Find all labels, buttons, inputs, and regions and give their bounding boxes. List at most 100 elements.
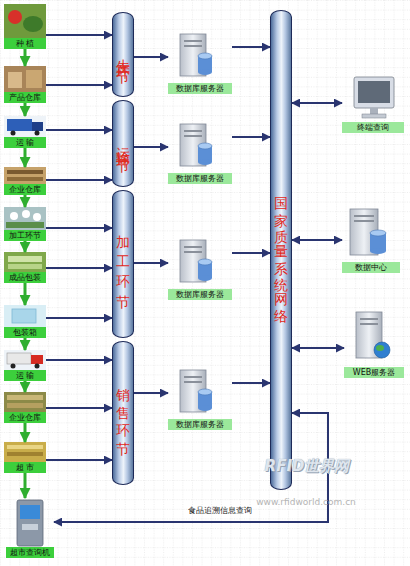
process-tube: 销售环节 bbox=[112, 341, 134, 485]
photo-detail bbox=[7, 119, 32, 131]
database-cylinder bbox=[198, 389, 212, 395]
globe-land bbox=[376, 345, 384, 351]
server-slot bbox=[354, 215, 374, 217]
photo-step-box: 企业仓库 bbox=[4, 167, 46, 195]
database-cylinder bbox=[370, 230, 386, 236]
network-connector bbox=[232, 46, 270, 48]
flow-arrow bbox=[24, 381, 27, 392]
server-slot bbox=[184, 135, 202, 137]
node-label: 包装箱 bbox=[4, 327, 46, 338]
network-connector bbox=[292, 239, 342, 241]
kiosk-keypad bbox=[22, 524, 38, 530]
network-connector bbox=[46, 227, 112, 229]
photo-truck bbox=[4, 350, 46, 370]
flow-arrow bbox=[24, 423, 27, 442]
database-cylinder bbox=[198, 275, 212, 281]
node-label: 超 市 bbox=[4, 462, 46, 473]
server-box: 数据库服务器 bbox=[168, 122, 232, 184]
photo-detail bbox=[22, 210, 30, 218]
photo-detail bbox=[8, 264, 42, 269]
node-label: 企业仓库 bbox=[4, 184, 46, 195]
database-cylinder bbox=[198, 53, 212, 59]
node-label: 运 输 bbox=[4, 137, 46, 148]
server-slot bbox=[354, 220, 374, 222]
watermark: RFID世界网 bbox=[252, 457, 362, 476]
photo-detail bbox=[11, 364, 16, 369]
server-slot bbox=[184, 251, 202, 253]
monitor-screen bbox=[358, 81, 390, 103]
node-label: 产品仓库 bbox=[4, 92, 46, 103]
network-connector bbox=[232, 252, 270, 254]
photo-detail bbox=[7, 403, 43, 408]
photo-detail bbox=[12, 309, 36, 323]
node-label: 成品包装 bbox=[4, 272, 46, 283]
photo-detail bbox=[8, 256, 42, 262]
database-cylinder bbox=[198, 259, 212, 265]
photo-step-box: 运 输 bbox=[4, 350, 46, 381]
network-connector bbox=[46, 129, 112, 131]
server-slot bbox=[360, 318, 378, 320]
photo-truck bbox=[4, 116, 46, 137]
tube-label: 生产环节 bbox=[113, 13, 133, 96]
network-connector bbox=[134, 56, 168, 58]
network-connector bbox=[134, 392, 168, 394]
photo-step-box: 种 植 bbox=[4, 4, 46, 49]
photo-step-box: 企业仓库 bbox=[4, 392, 46, 423]
photo-step-box: 超市查询机 bbox=[6, 498, 54, 558]
photo-step-box: 超 市 bbox=[4, 442, 46, 473]
flow-arrow bbox=[24, 338, 27, 350]
network-connector bbox=[232, 136, 270, 138]
network-connector bbox=[46, 267, 112, 269]
flow-arrow bbox=[24, 241, 27, 252]
node-label: 超市查询机 bbox=[6, 547, 54, 558]
photo-detail bbox=[7, 452, 43, 456]
network-connector bbox=[134, 262, 168, 264]
kiosk-body bbox=[17, 500, 43, 546]
tube-label: 销售环节 bbox=[113, 342, 133, 484]
photo-step-box: 产品仓库 bbox=[4, 66, 46, 103]
process-tube: 国家质量系统网络 bbox=[270, 10, 292, 490]
photo-planting bbox=[4, 4, 46, 38]
process-tube: 生产环节 bbox=[112, 12, 134, 97]
database-cylinder bbox=[198, 69, 212, 75]
photo-packaging bbox=[4, 252, 46, 272]
photo-warehouse bbox=[4, 167, 46, 184]
server-box: 数据库服务器 bbox=[168, 368, 232, 430]
node-label: 企业仓库 bbox=[4, 412, 46, 423]
server-box: 终端查询 bbox=[342, 75, 404, 133]
flow-arrow bbox=[24, 195, 27, 207]
photo-detail bbox=[31, 355, 43, 364]
photo-detail bbox=[35, 131, 40, 136]
database-server-icon bbox=[180, 34, 212, 76]
photo-detail bbox=[23, 16, 43, 32]
server-slot bbox=[184, 246, 202, 248]
network-connector bbox=[46, 317, 112, 319]
node-label: 种 植 bbox=[4, 38, 46, 49]
network-connector bbox=[46, 359, 112, 361]
photo-step-box: 包装箱 bbox=[4, 305, 46, 338]
server-slot bbox=[360, 323, 378, 325]
photo-step-box: 运 输 bbox=[4, 116, 46, 148]
server-box: 数据中心 bbox=[342, 205, 400, 273]
database-cylinder bbox=[198, 159, 212, 165]
photo-detail bbox=[8, 10, 22, 24]
photo-supermarket bbox=[4, 442, 46, 462]
monitor-base bbox=[362, 114, 386, 118]
network-connector bbox=[46, 179, 112, 181]
photo-detail bbox=[7, 353, 31, 364]
watermark: www.rfidworld.com.cn bbox=[246, 497, 366, 507]
network-connector bbox=[46, 34, 112, 36]
flow-arrow bbox=[24, 49, 27, 66]
database-cylinder bbox=[198, 405, 212, 411]
node-label: 数据中心 bbox=[342, 262, 400, 273]
photo-box bbox=[4, 305, 46, 327]
photo-detail bbox=[10, 212, 18, 220]
edge-group bbox=[25, 35, 344, 522]
network-connector bbox=[292, 347, 344, 349]
server-slot bbox=[184, 381, 202, 383]
database-server-icon bbox=[180, 240, 212, 282]
data-center-icon bbox=[350, 209, 386, 255]
node-label: WEB服务器 bbox=[344, 367, 404, 378]
